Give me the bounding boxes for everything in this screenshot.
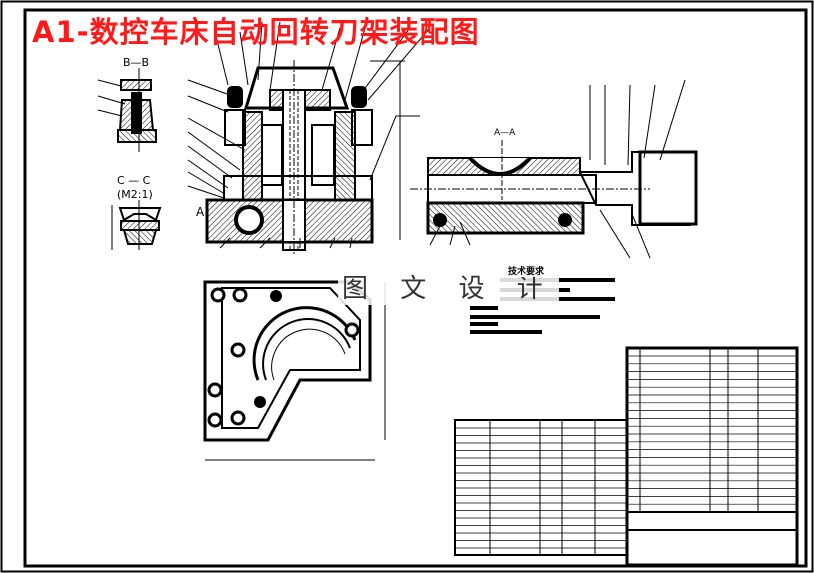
parts-list-right: [625, 346, 799, 567]
inner-frame: [23, 8, 808, 568]
main-section-view: [187, 21, 431, 255]
section-cc-label: C — C: [117, 174, 151, 187]
drawing-title: A1-数控车床自动回转刀架装配图: [32, 15, 480, 49]
section-cc-scale: (M2:1): [117, 188, 153, 201]
technical-requirements-heading: 技术要求: [508, 264, 545, 277]
section-aa-view: [410, 79, 698, 259]
plan-view: [203, 280, 386, 461]
section-bb-view: [97, 68, 157, 152]
section-cc-view: [111, 200, 162, 250]
section-mark-a: A: [196, 205, 205, 219]
section-aa-label: A—A: [494, 128, 516, 138]
section-bb-label: B—B: [123, 56, 150, 69]
parts-list-left: [454, 419, 628, 556]
parts-list-rows: [455, 355, 797, 549]
